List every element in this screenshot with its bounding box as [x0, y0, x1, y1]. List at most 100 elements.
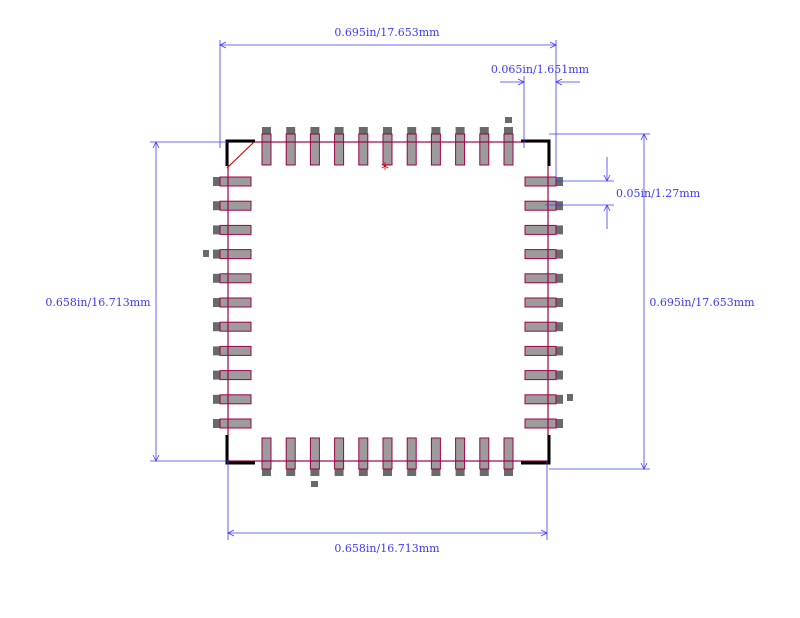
- pad-bottom-2: [285, 437, 296, 476]
- pad-right-1-outline: [524, 176, 557, 187]
- pad-right-6-outline: [524, 297, 557, 308]
- pad-left-5-outline: [219, 273, 252, 284]
- pad-left-4: [213, 249, 252, 260]
- pad-left-7: [213, 321, 252, 332]
- corner-bottom-left: [225, 435, 255, 465]
- pads-bottom-row: [261, 437, 514, 476]
- pad-right-3: [524, 224, 563, 235]
- pad-right-4-outline: [524, 249, 557, 260]
- pad-bottom-5-outline: [358, 437, 369, 470]
- pad-right-6: [524, 297, 563, 308]
- pad-top-2-outline: [285, 133, 296, 166]
- pad-left-9-outline: [219, 370, 252, 381]
- pad-bottom-6-outline: [382, 437, 393, 470]
- pad-right-10-outline: [524, 394, 557, 405]
- dim-top-width-label: 0.695in/17.653mm: [334, 26, 440, 39]
- pad-right-1: [524, 176, 563, 187]
- pad-bottom-8: [430, 437, 441, 476]
- pad-bottom-9-outline: [455, 437, 466, 470]
- corner-bottom-right: [521, 435, 551, 465]
- pad-left-11-outline: [219, 418, 252, 429]
- pin1-marker: *: [381, 159, 389, 178]
- pad-right-10: [524, 394, 563, 405]
- fiducial-bottom: [311, 481, 318, 487]
- pad-right-5: [524, 273, 563, 284]
- dim-pitch-top-label: 0.065in/1.651mm: [491, 63, 590, 76]
- dim-bottom-width-label: 0.658in/16.713mm: [334, 542, 440, 555]
- pad-left-3: [213, 224, 252, 235]
- fiducial-right: [567, 394, 573, 401]
- pad-left-6: [213, 297, 252, 308]
- pads-top-row: [261, 127, 514, 166]
- pad-left-5: [213, 273, 252, 284]
- pad-left-4-outline: [219, 249, 252, 260]
- corner-top-right: [521, 139, 551, 166]
- pad-bottom-1-outline: [261, 437, 272, 470]
- pad-left-8: [213, 345, 252, 356]
- pad-top-8: [430, 127, 441, 166]
- pad-bottom-4: [334, 437, 345, 476]
- fiducial-left: [203, 250, 209, 257]
- pad-left-2: [213, 200, 252, 211]
- pad-bottom-8-outline: [430, 437, 441, 470]
- pad-bottom-9: [455, 437, 466, 476]
- pad-right-11: [524, 418, 563, 429]
- pad-top-7: [406, 127, 417, 166]
- pad-left-11: [213, 418, 252, 429]
- pin1-chamfer: [226, 141, 255, 169]
- pad-top-5: [358, 127, 369, 166]
- pad-bottom-4-outline: [334, 437, 345, 470]
- pad-right-3-outline: [524, 224, 557, 235]
- pad-top-7-outline: [406, 133, 417, 166]
- pad-bottom-5: [358, 437, 369, 476]
- pad-right-2: [524, 200, 563, 211]
- pad-top-8-outline: [430, 133, 441, 166]
- pad-left-2-outline: [219, 200, 252, 211]
- pad-top-4-outline: [334, 133, 345, 166]
- pad-right-8-outline: [524, 345, 557, 356]
- pad-right-7: [524, 321, 563, 332]
- pad-left-6-outline: [219, 297, 252, 308]
- pad-bottom-7-outline: [406, 437, 417, 470]
- pads-left-column: [213, 176, 252, 429]
- pad-top-3: [309, 127, 320, 166]
- pad-left-10: [213, 394, 252, 405]
- pad-top-4: [334, 127, 345, 166]
- pad-left-9: [213, 370, 252, 381]
- dimension-lines: [150, 40, 650, 540]
- pad-left-7-outline: [219, 321, 252, 332]
- fiducial-top: [505, 117, 512, 123]
- pad-right-8: [524, 345, 563, 356]
- silkscreen-corners: [225, 139, 551, 465]
- dim-pin-pitch-label: 0.05in/1.27mm: [616, 187, 701, 200]
- pad-top-3-outline: [309, 133, 320, 166]
- pad-left-8-outline: [219, 345, 252, 356]
- pad-left-1-outline: [219, 176, 252, 187]
- pad-top-11-outline: [503, 133, 514, 166]
- pads-right-column: [524, 176, 563, 429]
- pad-right-11-outline: [524, 418, 557, 429]
- pad-top-11: [503, 127, 514, 166]
- pad-left-1: [213, 176, 252, 187]
- pad-bottom-11-outline: [503, 437, 514, 470]
- pad-left-10-outline: [219, 394, 252, 405]
- dim-left-height-label: 0.658in/16.713mm: [45, 296, 151, 309]
- pad-top-10: [479, 127, 490, 166]
- pad-bottom-7: [406, 437, 417, 476]
- pad-top-1: [261, 127, 272, 166]
- pad-bottom-11: [503, 437, 514, 476]
- pad-top-1-outline: [261, 133, 272, 166]
- pad-right-4: [524, 249, 563, 260]
- pad-right-2-outline: [524, 200, 557, 211]
- pad-right-9-outline: [524, 370, 557, 381]
- pad-bottom-10: [479, 437, 490, 476]
- pad-bottom-1: [261, 437, 272, 476]
- pad-right-9: [524, 370, 563, 381]
- pad-bottom-2-outline: [285, 437, 296, 470]
- body-outline: [227, 141, 549, 462]
- corner-top-left: [225, 139, 255, 166]
- pad-bottom-10-outline: [479, 437, 490, 470]
- pad-top-6: [382, 127, 393, 166]
- pad-top-10-outline: [479, 133, 490, 166]
